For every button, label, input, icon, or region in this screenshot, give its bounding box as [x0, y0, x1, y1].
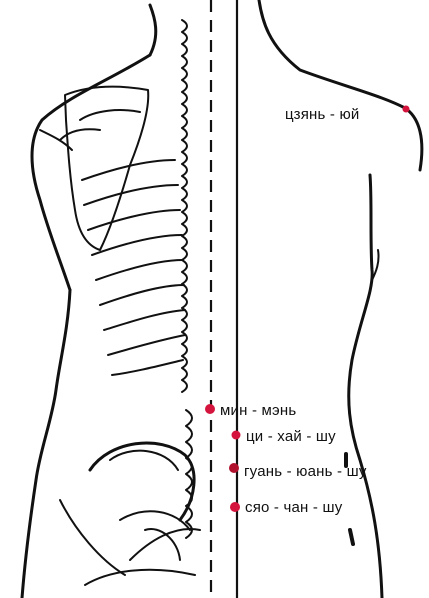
marker-tick-lower	[350, 530, 353, 544]
point-guan-yuan-shu-label: гуань - юань - шу	[244, 463, 367, 480]
point-guan-yuan-shu-dot[interactable]	[229, 463, 239, 473]
point-qi-hai-shu-dot[interactable]	[232, 431, 241, 440]
rib-cage	[40, 87, 185, 375]
point-xiao-chang-shu-label: сяо - чан - шу	[245, 499, 343, 516]
point-ming-men-label: мин - мэнь	[220, 402, 296, 419]
point-ming-men-dot[interactable]	[205, 404, 215, 414]
point-jian-yu-dot[interactable]	[403, 106, 410, 113]
point-xiao-chang-shu-dot[interactable]	[230, 502, 240, 512]
point-jian-yu-label: цзянь - юй	[285, 106, 359, 123]
points: цзянь - юй мин - мэнь ци - хай - шу гуан…	[205, 106, 410, 545]
point-qi-hai-shu-label: ци - хай - шу	[246, 428, 336, 445]
